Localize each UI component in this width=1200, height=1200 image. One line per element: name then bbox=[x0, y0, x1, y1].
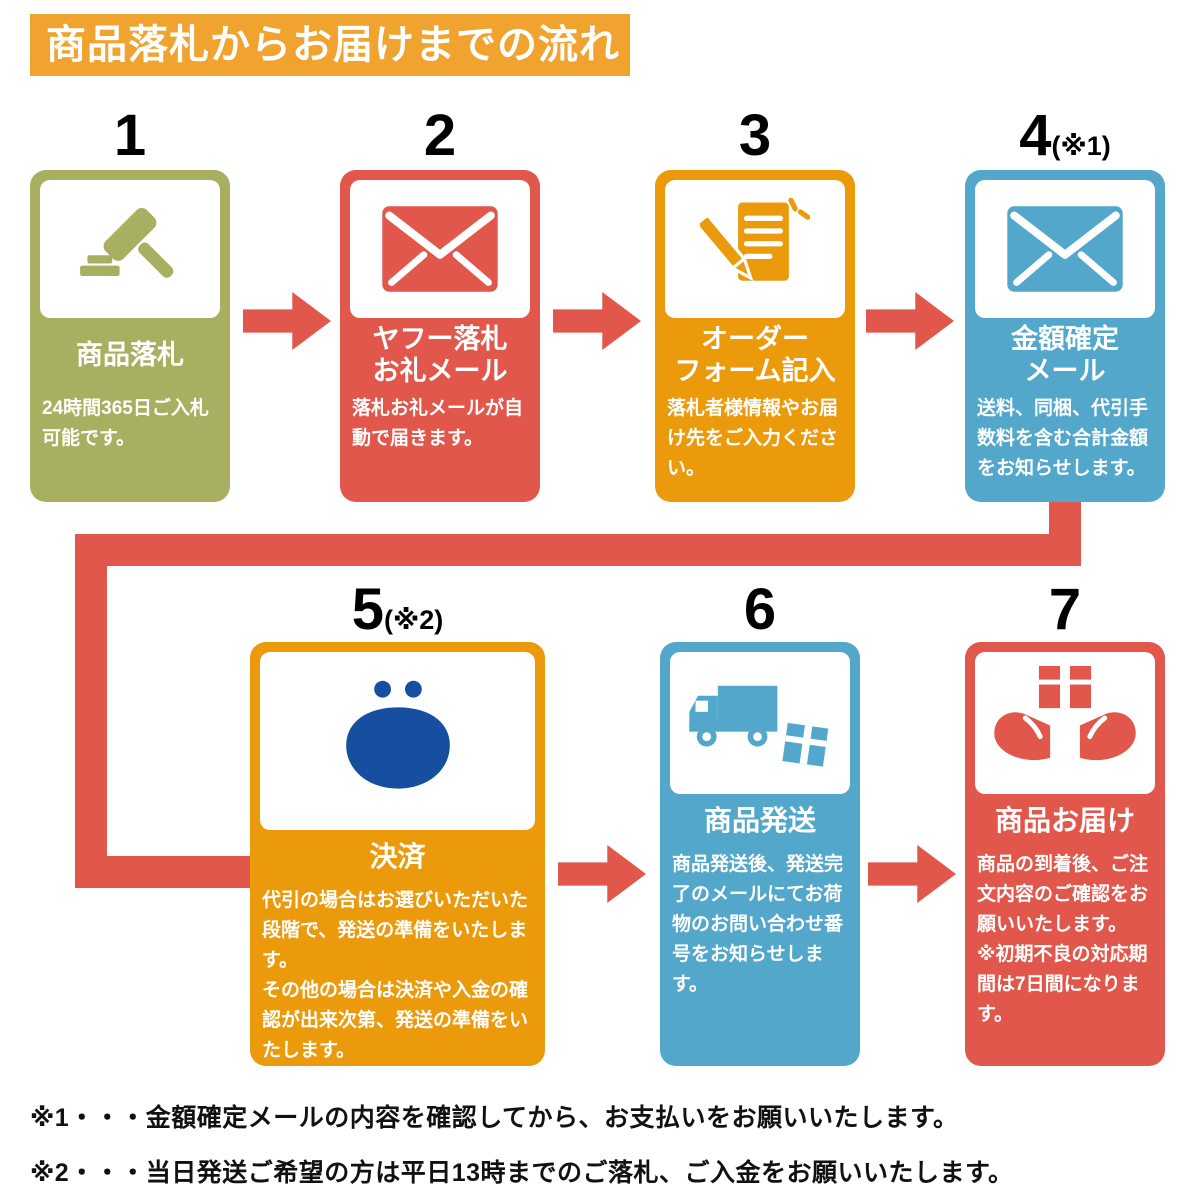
step-number-1: 1 bbox=[30, 104, 230, 168]
order-form-icon bbox=[665, 180, 845, 318]
order-form-icon-svg bbox=[700, 197, 810, 282]
footnote-2: ※2・・・当日発送ご希望の方は平日13時までのご落札、ご入金をお願いいたします。 bbox=[30, 1159, 1014, 1187]
step-title: オーダー フォーム記入 bbox=[674, 323, 836, 386]
step-card-auction-win: 商品落札 24時間365日ご入札可能です。 bbox=[30, 170, 230, 502]
step-card-delivery: 商品お届け 商品の到着後、ご注文内容のご確認をお願いいたします。 ※初期不良の対… bbox=[965, 642, 1165, 1066]
step-number-note: (※2) bbox=[384, 605, 444, 635]
step-description: 落札者様情報やお届け先をご入力ください。 bbox=[667, 398, 839, 480]
step-description: 商品の到着後、ご注文内容のご確認をお願いいたします。 ※初期不良の対応期間は7日… bbox=[977, 854, 1149, 1026]
step-card-shipping: 商品発送 商品発送後、発送完了のメールにてお荷物のお問い合わせ番号をお知らせしま… bbox=[660, 642, 860, 1066]
mail-icon-svg bbox=[1007, 206, 1123, 292]
flow-arrow-5 bbox=[868, 845, 956, 903]
purse-icon-svg bbox=[345, 680, 450, 789]
flow-connector-segment-across bbox=[75, 534, 1081, 566]
step-number-digit: 5 bbox=[351, 577, 384, 642]
step-description: 代引の場合はお選びいただいた段階で、発送の準備をいたします。 その他の場合は決済… bbox=[262, 890, 529, 1062]
step-number-4: 4(※1) bbox=[965, 104, 1165, 168]
truck-icon bbox=[670, 652, 850, 794]
mail-icon bbox=[350, 180, 530, 318]
delivery-hands-icon-svg bbox=[994, 665, 1136, 761]
purse-icon bbox=[260, 652, 535, 830]
step-card-thanks-mail: ヤフー落札 お礼メール 落札お礼メールが自動で届きます。 bbox=[340, 170, 540, 502]
flow-arrow-4 bbox=[558, 845, 646, 903]
mail-icon-svg bbox=[382, 206, 498, 292]
step-card-price-confirm-mail: 金額確定 メール 送料、同梱、代引手数料を含む合計金額をお知らせします。 bbox=[965, 170, 1165, 502]
gavel-icon bbox=[40, 180, 220, 318]
step-description: 落札お礼メールが自動で届きます。 bbox=[352, 398, 524, 450]
mail-icon bbox=[975, 180, 1155, 318]
flow-arrow-3 bbox=[866, 292, 954, 350]
step-number-digit: 3 bbox=[738, 103, 772, 168]
step-title: 商品落札 bbox=[76, 339, 184, 370]
step-number-digit: 4 bbox=[1019, 103, 1052, 168]
footnote-1: ※1・・・金額確定メールの内容を確認してから、お支払いをお願いいたします。 bbox=[30, 1104, 959, 1132]
step-number-6: 6 bbox=[660, 578, 860, 642]
step-title: 決済 bbox=[369, 841, 426, 873]
page-title: 商品落札からお届けまでの流れ bbox=[30, 14, 630, 76]
step-number-5: 5(※2) bbox=[250, 578, 545, 642]
step-card-order-form: オーダー フォーム記入 落札者様情報やお届け先をご入力ください。 bbox=[655, 170, 855, 502]
flow-connector-segment-left-down bbox=[75, 534, 107, 888]
step-number-digit: 6 bbox=[743, 577, 777, 642]
step-number-2: 2 bbox=[340, 104, 540, 168]
step-title: ヤフー落札 お礼メール bbox=[372, 323, 508, 386]
flow-connector-segment-into-step5 bbox=[75, 856, 255, 888]
flow-arrow-2 bbox=[553, 292, 641, 350]
step-description: 送料、同梱、代引手数料を含む合計金額をお知らせします。 bbox=[977, 398, 1149, 480]
step-title: 金額確定 メール bbox=[1011, 323, 1119, 386]
step-description: 24時間365日ご入札可能です。 bbox=[42, 398, 209, 450]
step-number-digit: 1 bbox=[113, 103, 147, 168]
step-title: 商品お届け bbox=[994, 805, 1135, 837]
step-title: 商品発送 bbox=[703, 805, 816, 837]
delivery-hands-icon bbox=[975, 652, 1155, 794]
truck-icon-svg bbox=[689, 685, 829, 767]
step-card-payment: 決済 代引の場合はお選びいただいた段階で、発送の準備をいたします。 その他の場合… bbox=[250, 642, 545, 1066]
step-number-7: 7 bbox=[965, 578, 1165, 642]
step-number-digit: 7 bbox=[1048, 577, 1082, 642]
step-description: 商品発送後、発送完了のメールにてお荷物のお問い合わせ番号をお知らせします。 bbox=[672, 854, 844, 996]
step-number-3: 3 bbox=[655, 104, 855, 168]
flow-arrow-1 bbox=[243, 292, 331, 350]
gavel-icon-svg bbox=[80, 208, 174, 278]
step-number-note: (※1) bbox=[1051, 131, 1111, 161]
step-number-digit: 2 bbox=[423, 103, 457, 168]
